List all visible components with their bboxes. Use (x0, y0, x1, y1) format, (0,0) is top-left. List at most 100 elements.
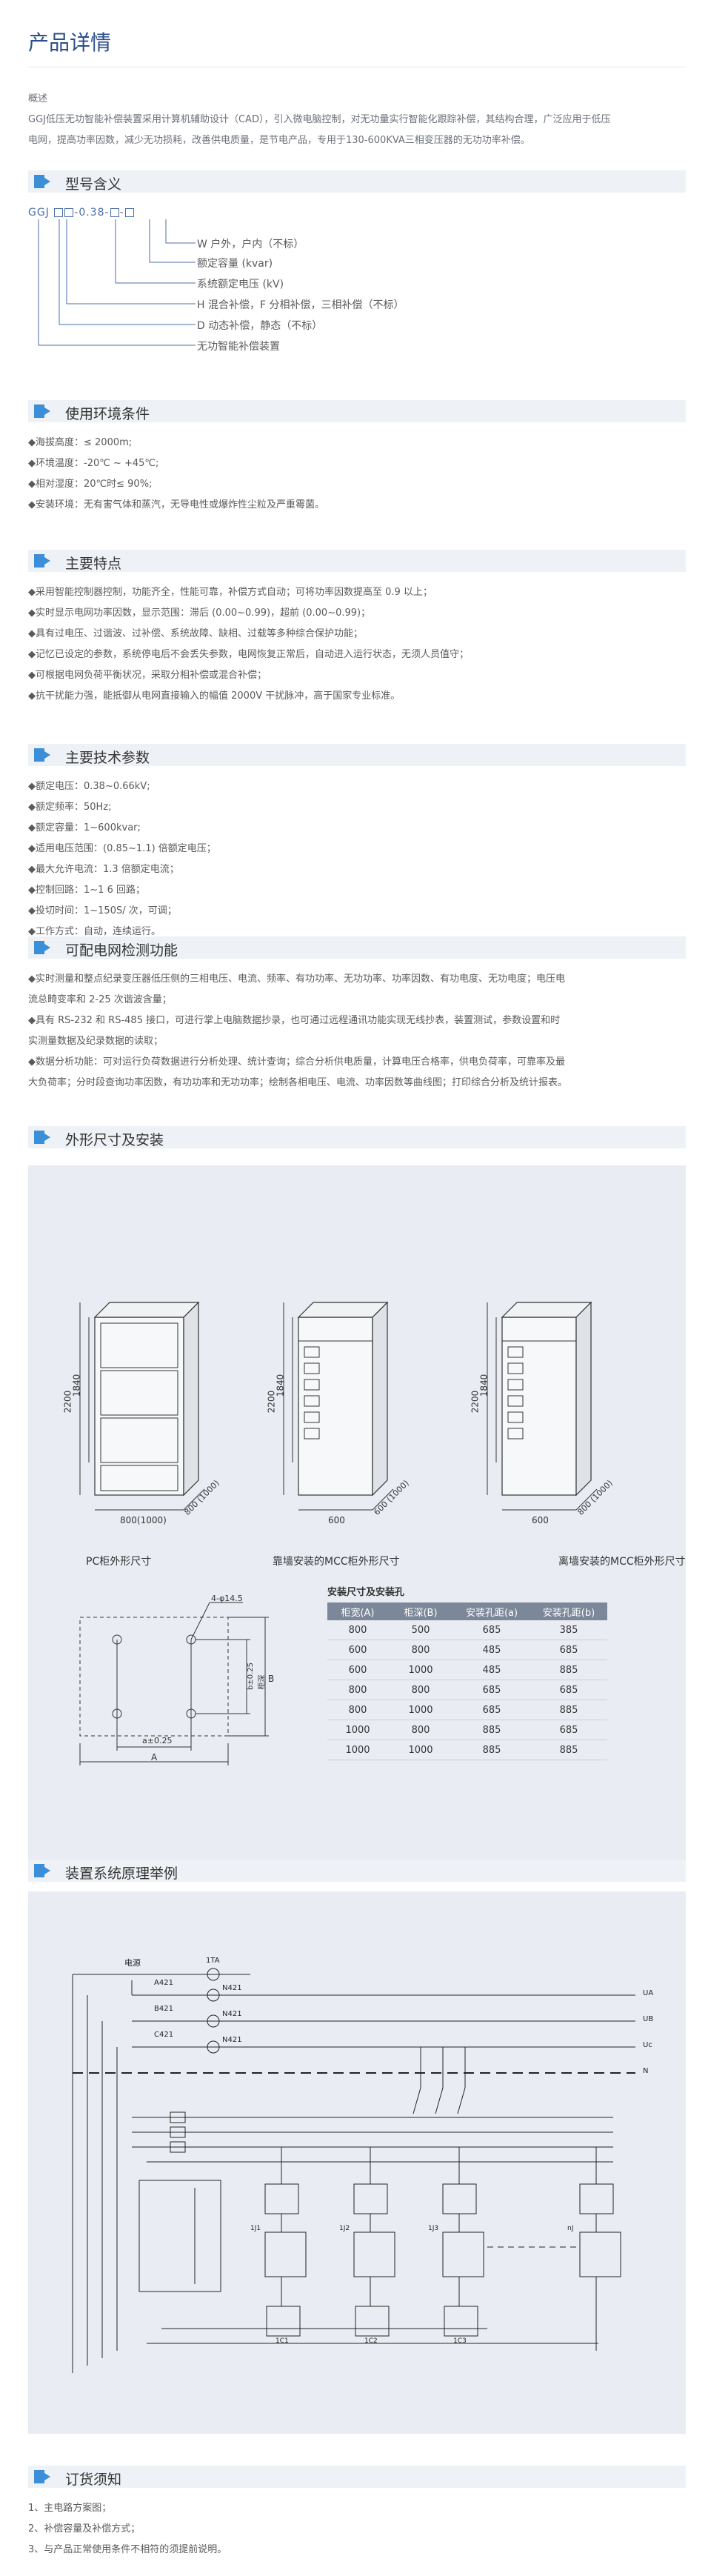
table-header: 安装孔距(b) (530, 1602, 607, 1620)
hole-a-label: a±0.25 (142, 1736, 173, 1745)
bus-label: UA (643, 1989, 654, 1997)
section-model-title: 型号含义 (65, 176, 122, 193)
table-header-row: 柜宽(A) 柜深(B) 安装孔距(a) 安装孔距(b) (327, 1602, 607, 1620)
bus-label: N (643, 2067, 649, 2075)
wiring-diagram (72, 1968, 635, 2373)
model-line: 额定容量 (kvar) (197, 258, 273, 270)
list-item: ◆采用智能控制器控制，功能齐全，性能可靠，补偿方式自动；可将功率因数提高至 0.… (28, 587, 433, 598)
list-item: ◆适用电压范围：(0.85~1.1) 倍额定电压； (28, 843, 216, 854)
model-code: GGJ -0.38-- (28, 207, 135, 219)
bus-label: UB (643, 2015, 654, 2023)
unit-label: 1J1 (250, 2225, 261, 2232)
n-label: N421 (222, 2036, 242, 2044)
env-list: ◆海拔高度：≤ 2000m; ◆环境温度：-20℃ ~ +45℃; ◆相对湿度：… (28, 433, 687, 516)
section-marker-icon (34, 554, 50, 568)
code-box-icon (124, 208, 134, 217)
list-item: ◆安装环境：无有害气体和蒸汽，无导电性或爆炸性尘粒及严重霉菌。 (28, 499, 324, 510)
dim-label: 1840 (478, 1374, 490, 1397)
section-order-title: 订货须知 (65, 2472, 122, 2488)
unit-label: 1J3 (428, 2225, 439, 2232)
monitor-text: ◆实时测量和整点纪录变压器低压侧的三相电压、电流、频率、有功功率、无功功率、功率… (28, 969, 687, 1094)
section-marker-icon (34, 941, 50, 954)
section-monitor-title: 可配电网检测功能 (65, 942, 178, 959)
list-item: ◆控制回路：1~1 6 回路； (28, 885, 145, 896)
install-table-title: 安装尺寸及安装孔 (327, 1587, 405, 1598)
list-item: 3、与产品正常使用条件不相符的须提前说明。 (28, 2544, 227, 2555)
section-order: 订货须知 (28, 2466, 686, 2488)
n-label: N421 (222, 1984, 242, 1992)
pc-cabinet (79, 1301, 205, 1511)
bus-label: Uc (643, 2041, 652, 2049)
unit-label: nJ (567, 2225, 574, 2232)
section-params-title: 主要技术参数 (65, 750, 150, 766)
cabinet-caption: 离墙安装的MCC柜外形尺寸 (558, 1556, 686, 1568)
code-box-icon (64, 208, 74, 217)
section-model: 型号含义 (28, 170, 686, 193)
phase-label: B421 (154, 2005, 173, 2013)
section-system: 装置系统原理举例 (28, 1860, 686, 1882)
list-item: ◆记忆已设定的参数，系统停电后不会丢失参数，电网恢复正常后，自动进入运行状态，无… (28, 649, 469, 660)
dimension-drawing-panel: 2200 1840 800(1000) 800 (1000) PC柜外形尺寸 2… (28, 1165, 686, 1863)
mcc-wall-cabinet (283, 1301, 394, 1511)
page-title: 产品详情 (28, 30, 112, 55)
mounting-hole-drawing (79, 1602, 269, 1765)
unit-label: 1J2 (339, 2225, 350, 2232)
hole-top-label: 4-φ14.5 (211, 1594, 243, 1603)
list-item: ◆投切时间：1~150S/ 次，可调； (28, 905, 177, 916)
wiring-source-label: 电源 (124, 1958, 141, 1968)
hole-a-outer: A (151, 1752, 158, 1763)
dim-label: 1840 (71, 1374, 82, 1397)
model-line: W 户外，户内（不标） (197, 239, 304, 250)
dim-label: 800(1000) (120, 1515, 167, 1525)
section-features-title: 主要特点 (65, 556, 122, 572)
list-item: ◆额定容量：1~600kvar; (28, 822, 141, 833)
model-line: 系统额定电压 (kV) (197, 279, 284, 290)
monitor-line: ◆具有 RS-232 和 RS-485 接口，可进行掌上电脑数据抄录，也可通过远… (28, 1015, 561, 1026)
list-item: ◆可根据电网负荷平衡状况，采取分相补偿或混合补偿； (28, 670, 267, 681)
list-item: ◆抗干扰能力强，能抵御从电网直接输入的幅值 2000V 干扰脉冲，高于国家专业标… (28, 690, 401, 702)
code-box-icon (54, 208, 64, 217)
table-header: 柜宽(A) (327, 1602, 388, 1620)
section-env-title: 使用环境条件 (65, 406, 150, 422)
list-item: 1、主电路方案图； (28, 2503, 112, 2514)
section-features: 主要特点 (28, 550, 686, 572)
section-dims-title: 外形尺寸及安装 (65, 1132, 164, 1148)
list-item: ◆工作方式：自动，连续运行。 (28, 926, 161, 937)
section-dims: 外形尺寸及安装 (28, 1126, 686, 1148)
monitor-line: ◆实时测量和整点纪录变压器低压侧的三相电压、电流、频率、有功功率、无功功率、功率… (28, 974, 565, 985)
list-item: ◆具有过电压、过谐波、过补偿、系统故障、缺相、过载等多种综合保护功能； (28, 628, 363, 639)
section-system-title: 装置系统原理举例 (65, 1866, 178, 1882)
features-list: ◆采用智能控制器控制，功能齐全，性能可靠，补偿方式自动；可将功率因数提高至 0.… (28, 582, 687, 707)
hole-side-label: 柜深 (258, 1674, 267, 1690)
section-monitor: 可配电网检测功能 (28, 936, 686, 959)
overview-text-line2: 电网，提高功率因数，减少无功损耗，改善供电质量，是节电产品，专用于130-600… (28, 135, 530, 146)
table-header: 安装孔距(a) (453, 1602, 530, 1620)
section-marker-icon (34, 1131, 50, 1144)
section-marker-icon (34, 175, 50, 188)
section-marker-icon (34, 405, 50, 418)
list-item: ◆环境温度：-20℃ ~ +45℃; (28, 458, 159, 469)
model-line: 无功智能补偿装置 (197, 341, 280, 353)
model-line: D 动态补偿，静态（不标） (197, 320, 323, 332)
dim-label: 1840 (275, 1374, 286, 1397)
hole-b-outer: B (268, 1674, 275, 1684)
table-header: 柜深(B) (388, 1602, 453, 1620)
overview-text-line1: GGJ低压无功智能补偿装置采用计算机辅助设计（CAD），引入微电脑控制，对无功量… (28, 114, 611, 125)
dim-label: 600 (328, 1515, 345, 1525)
monitor-line: ◆数据分析功能：可对运行负荷数据进行分析处理、统计查询；综合分析供电质量，计算电… (28, 1056, 565, 1068)
n-label: N421 (222, 2010, 242, 2018)
mcc-free-cabinet (487, 1301, 598, 1511)
cabinet-drawings (79, 1301, 598, 1511)
model-leader-lines (38, 219, 196, 346)
hole-b-label: b±0.25 (247, 1663, 255, 1690)
dim-label: 600 (532, 1515, 549, 1525)
monitor-line: 流总畸变率和 2-25 次谐波含量； (28, 994, 172, 1005)
section-params: 主要技术参数 (28, 744, 686, 766)
cabinet-caption: PC柜外形尺寸 (86, 1556, 152, 1568)
